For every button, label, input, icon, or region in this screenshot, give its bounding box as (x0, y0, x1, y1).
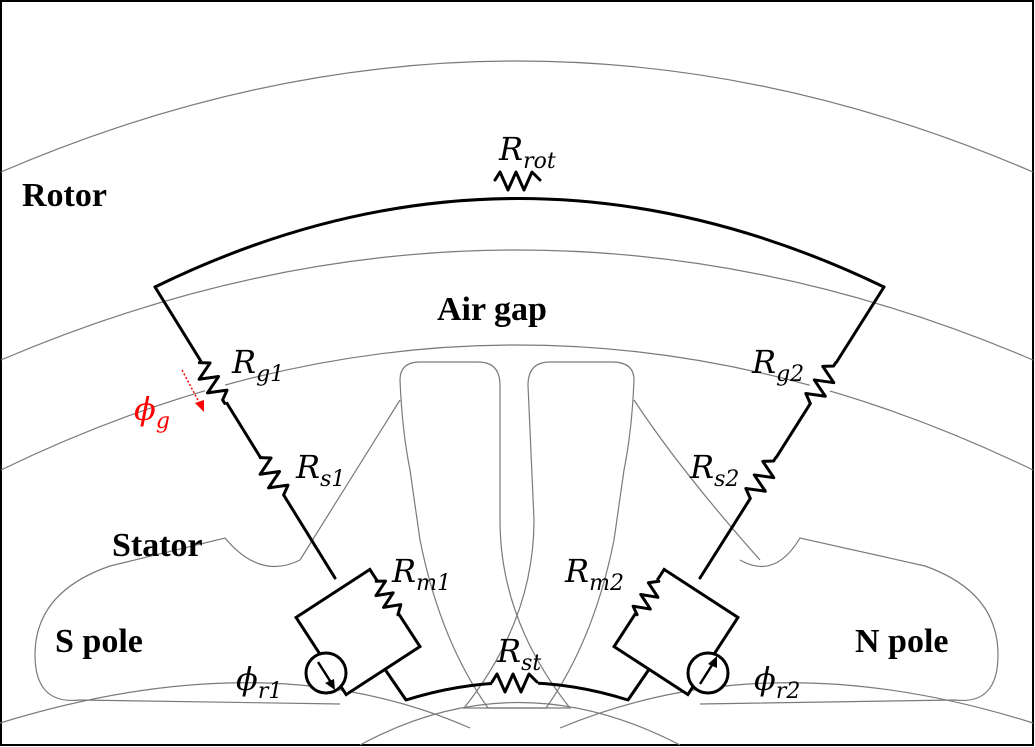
region-label-rotor: Rotor (22, 177, 107, 214)
label-r-s2: Rs2 (689, 448, 739, 492)
rotor-outer-arc (0, 60, 1034, 173)
stator-inner-arc-right (559, 682, 1034, 729)
rotor-inner-arc (0, 249, 1034, 361)
region-label-s-pole: S pole (55, 623, 143, 660)
right-branch-wire (698, 285, 886, 580)
region-label-stator: Stator (112, 527, 203, 564)
stator-inner-arc-left (0, 682, 471, 729)
s-pole-shoe (34, 537, 301, 656)
resistor-r-rot (493, 170, 542, 192)
label-r-g2: Rg2 (751, 343, 804, 387)
n-pole-shoe (739, 537, 999, 656)
label-r-rot: Rrot (498, 130, 556, 174)
resistor-r-st (490, 672, 539, 694)
center-bottom-arc (359, 702, 681, 746)
label-r-st: Rst (496, 632, 541, 676)
resistor-r-g1 (190, 357, 234, 409)
machine-outline (0, 60, 1034, 746)
flux-source-phi-r2 (686, 651, 730, 695)
resistor-r-s2 (741, 452, 785, 504)
s-pole-base (34, 654, 341, 705)
region-label-n-pole: N pole (855, 623, 949, 660)
label-phi-g: ϕg (134, 390, 170, 434)
label-r-s1: Rs1 (295, 448, 345, 492)
circuit-wires (153, 197, 886, 702)
resistor-r-m1 (367, 575, 407, 621)
slot-left (399, 361, 572, 709)
label-r-g1: Rg1 (231, 343, 284, 387)
resistor-r-g2 (801, 357, 845, 409)
rotor-top-wire (153, 197, 886, 289)
label-phi-r2: ϕr2 (754, 660, 800, 704)
label-phi-r1: ϕr1 (236, 660, 282, 704)
stator-outer-arc (0, 344, 1034, 471)
slot-right-wall (633, 399, 761, 561)
flux-arrow-phi-g (181, 369, 204, 412)
label-r-m2: Rm2 (564, 552, 624, 596)
resistor-r-s1 (251, 452, 295, 504)
slot-right (462, 361, 635, 709)
flux-source-phi-r1 (304, 651, 348, 695)
left-branch-wire (153, 285, 337, 580)
region-label-air-gap: Air gap (437, 291, 547, 328)
n-pole-base (699, 654, 999, 705)
label-r-m1: Rm1 (391, 552, 451, 596)
resistor-r-m2 (628, 575, 668, 621)
